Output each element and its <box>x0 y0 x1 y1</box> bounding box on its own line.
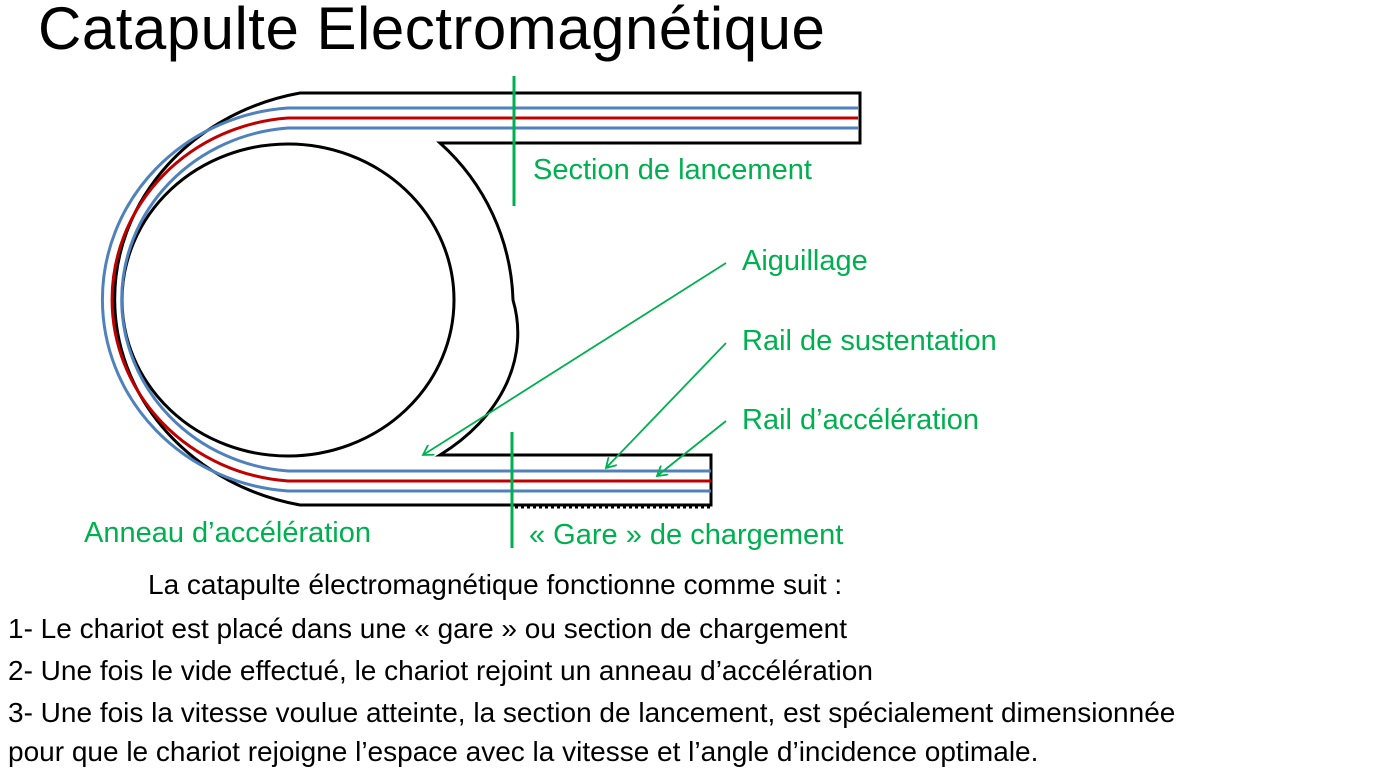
loading-station-label: « Gare » de chargement <box>529 519 844 551</box>
description-intro: La catapulte électromagnétique fonctionn… <box>148 569 843 600</box>
description-step: pour que le chariot rejoigne l’espace av… <box>8 736 1039 767</box>
acceleration-rail-label: Rail d’accélération <box>742 404 979 436</box>
description-step: 3- Une fois la vitesse voulue atteinte, … <box>8 697 1176 728</box>
switch-label: Aiguillage <box>742 245 868 277</box>
levitation-rail-label: Rail de sustentation <box>742 325 997 357</box>
levitation-rail-outer <box>101 106 858 493</box>
switch-arrow <box>423 262 727 455</box>
slide-title: Catapulte Electromagnétique <box>38 0 826 62</box>
acceleration-rail-arrow <box>657 420 727 476</box>
acceleration-rail <box>110 116 858 483</box>
launch-section-label: Section de lancement <box>533 154 812 186</box>
inner-outline <box>120 142 456 458</box>
outer-outline <box>113 91 862 507</box>
levitation-rail-inner <box>120 126 858 473</box>
levitation-rail-arrow <box>606 342 727 468</box>
acceleration-ring-label: Anneau d’accélération <box>84 517 371 549</box>
description-step: 1- Le chariot est placé dans une « gare … <box>8 613 847 644</box>
description-step: 2- Une fois le vide effectué, le chariot… <box>8 655 873 686</box>
